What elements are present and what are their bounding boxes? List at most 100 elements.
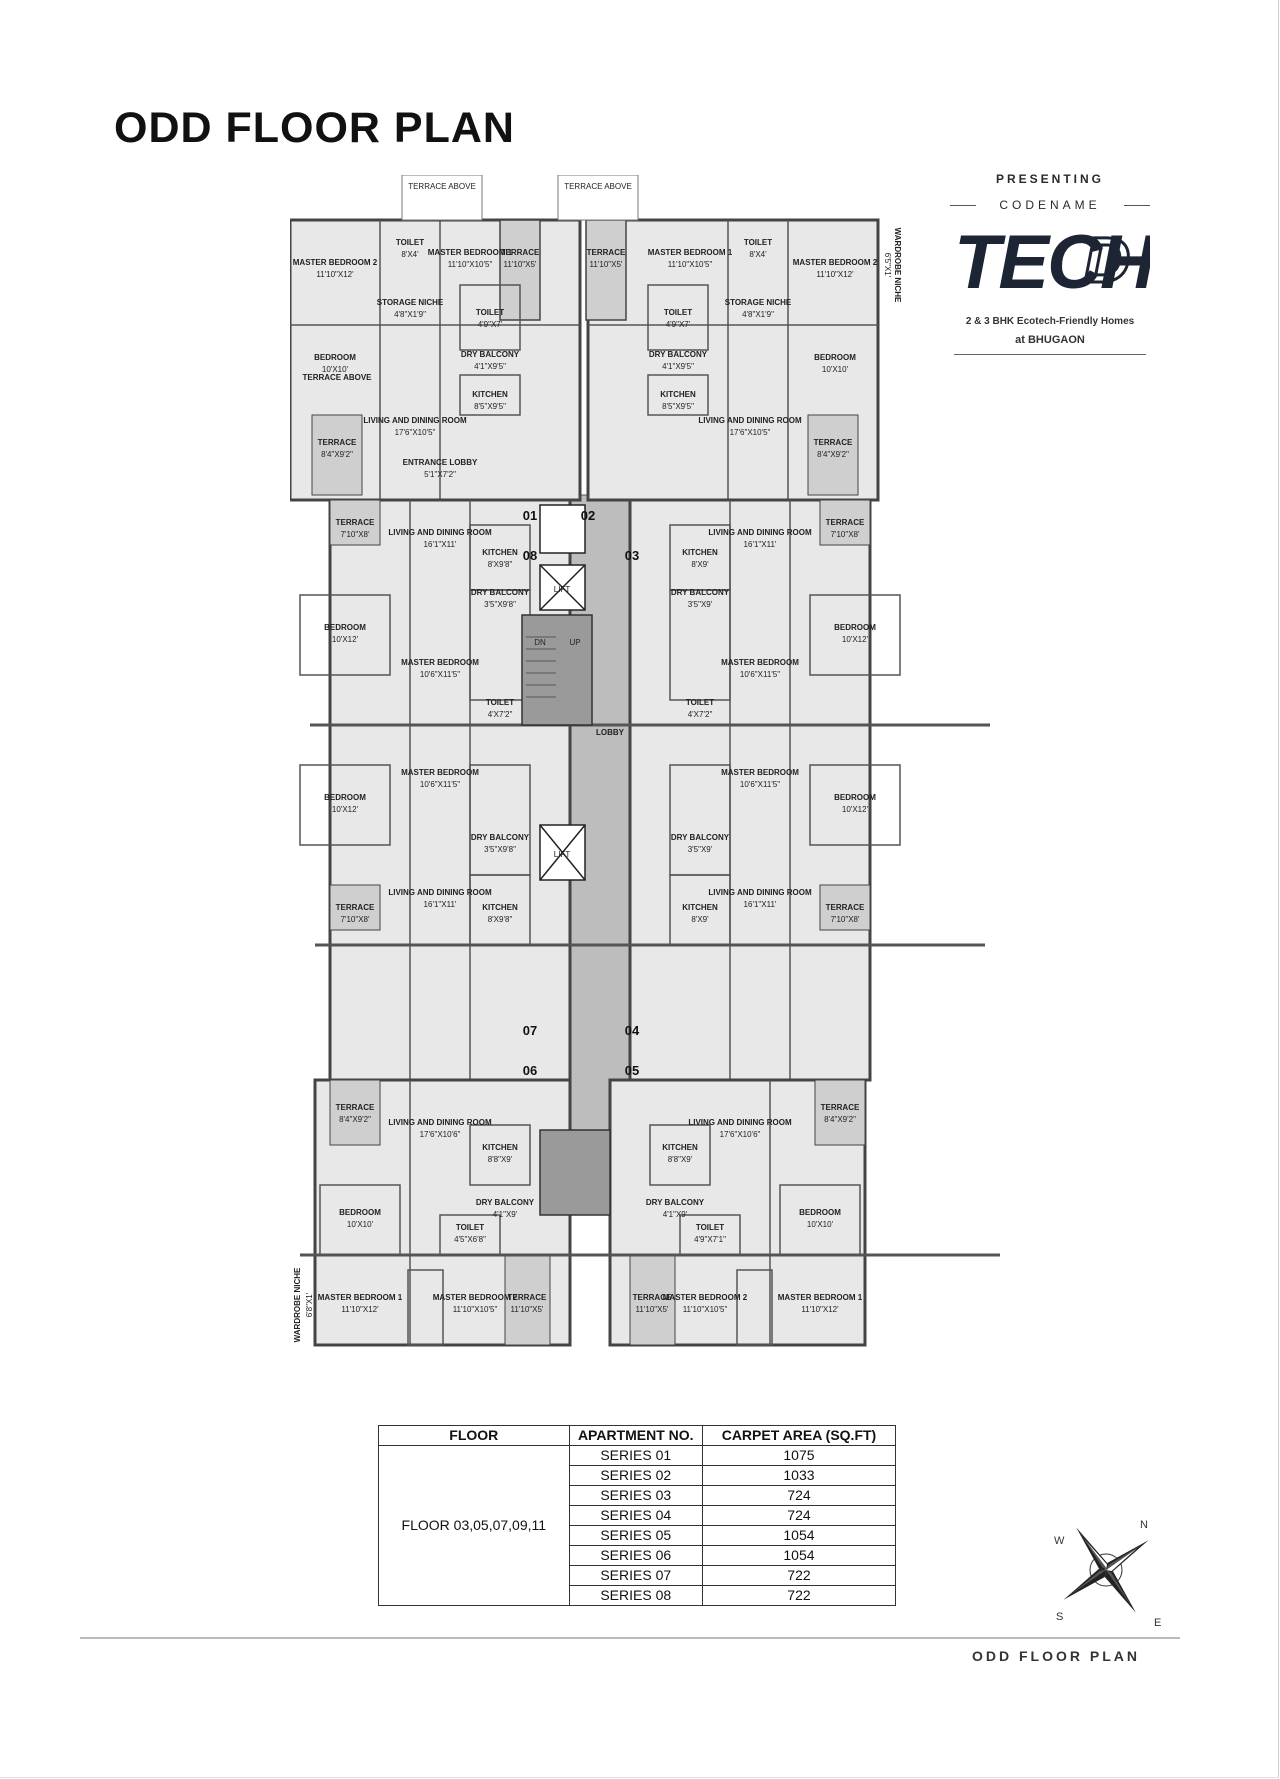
label-master-m2-dim: 10'6"X11'5" <box>740 670 780 679</box>
unit-02: 02 <box>581 508 595 523</box>
area-cell: 1054 <box>701 1545 897 1566</box>
label-lift-1: LIFT <box>554 585 571 594</box>
label-dry-balcony-t1-dim: 4'1"X9'5" <box>474 362 506 371</box>
label-lobby: LOBBY <box>596 728 625 737</box>
label-mbr1-tr: MASTER BEDROOM 1 <box>648 248 733 257</box>
label-dry-balcony-m4-dim: 3'5"X9' <box>688 845 713 854</box>
label-mbr2-tr: MASTER BEDROOM 2 <box>793 258 878 267</box>
label-lift-2: LIFT <box>554 850 571 859</box>
brand-presenting: PRESENTING <box>995 172 1104 186</box>
label-toilet-tl: TOILET <box>396 238 424 247</box>
label-dry-balcony-m2: DRY BALCONY <box>671 588 730 597</box>
label-toilet-tr: TOILET <box>744 238 772 247</box>
label-kitchen-m4: KITCHEN <box>682 903 718 912</box>
apartment-cell: SERIES 07 <box>568 1565 703 1586</box>
terrace-mid-l2 <box>329 884 381 931</box>
brand-rule <box>954 354 1146 355</box>
label-living-b1-dim: 17'6"X10'6" <box>420 1130 461 1139</box>
label-toilet-m1: TOILET <box>486 698 514 707</box>
label-terrace-m1: TERRACE <box>336 518 375 527</box>
label-bedroom-tl-dim: 10'X10' <box>322 365 349 374</box>
label-master-m2: MASTER BEDROOM <box>721 658 799 667</box>
label-dry-balcony-b2-dim: 4'1"X9' <box>663 1210 688 1219</box>
brand-tagline: 2 & 3 BHK Ecotech-Friendly Homes <box>965 316 1135 327</box>
stair-treads <box>526 636 556 698</box>
label-kitchen-b1: KITCHEN <box>482 1143 518 1152</box>
table-row: SERIES 08 722 <box>379 1585 897 1606</box>
label-toilet-t1: TOILET <box>476 308 504 317</box>
label-dry-balcony-m3-dim: 3'5"X9'8" <box>484 845 516 854</box>
label-living-b2-dim: 17'6"X10'6" <box>720 1130 761 1139</box>
area-cell: 1054 <box>701 1525 897 1546</box>
apartment-cell: SERIES 03 <box>568 1485 703 1506</box>
label-terrace-m3-dim: 7'10"X8' <box>340 915 370 924</box>
label-toilet-b1: TOILET <box>456 1223 484 1232</box>
label-terrace-above-l1: TERRACE ABOVE <box>302 373 372 382</box>
label-mbr1-b1-dim: 11'10"X12' <box>341 1305 379 1314</box>
tech-d-logo: TECH D <box>954 220 1150 298</box>
label-terrace-tl-dim: 11'10"X5' <box>504 260 537 269</box>
label-toilet-t2-dim: 4'9"X7' <box>666 320 691 329</box>
unit-05: 05 <box>625 1063 639 1078</box>
label-terrace-l1-dim: 8'4"X9'2" <box>321 450 353 459</box>
label-master-m4-dim: 10'6"X11'5" <box>740 780 780 789</box>
label-mbr1-b2-dim: 11'10"X12' <box>801 1305 839 1314</box>
apartment-cell: SERIES 06 <box>568 1545 703 1566</box>
stair-core-bottom <box>539 1129 611 1216</box>
label-toilet-b1-dim: 4'5"X6'8" <box>454 1235 486 1244</box>
label-dry-balcony-m1: DRY BALCONY <box>471 588 530 597</box>
label-bedroom-tr: BEDROOM <box>814 353 856 362</box>
label-kitchen-t1: KITCHEN <box>472 390 508 399</box>
area-cell: 724 <box>701 1505 897 1526</box>
terrace-mid-r1 <box>819 499 871 546</box>
plan-labels: TERRACE ABOVE TERRACE ABOVE MASTER BEDRO… <box>293 182 902 1342</box>
label-bedroom-b2: BEDROOM <box>799 1208 841 1217</box>
apartment-cell: SERIES 04 <box>568 1505 703 1526</box>
label-mbr2-b2: MASTER BEDROOM 2 <box>663 1293 748 1302</box>
logo-letter: D <box>1084 224 1130 296</box>
label-wardrobe-t2: WARDROBE NICHE <box>893 228 902 303</box>
label-entrance-t1: ENTRANCE LOBBY <box>403 458 478 467</box>
label-dry-balcony-t2: DRY BALCONY <box>649 350 708 359</box>
label-mbr2-b2-dim: 11'10"X10'5" <box>683 1305 728 1314</box>
unit-01: 01 <box>523 508 537 523</box>
label-living-m1: LIVING AND DINING ROOM <box>388 528 492 537</box>
label-mbr1-tl-dim: 11'10"X10'5" <box>448 260 493 269</box>
label-terrace-m2-dim: 7'10"X8' <box>830 530 860 539</box>
label-terrace-m3: TERRACE <box>336 903 375 912</box>
label-kitchen-t2-dim: 8'5"X9'5" <box>662 402 694 411</box>
label-kitchen-m4-dim: 8'X9' <box>691 915 709 924</box>
terrace-mid-l1 <box>329 499 381 546</box>
label-bedroom-m2-dim: 10'X12' <box>842 635 869 644</box>
label-storage-tl-dim: 4'8"X1'9" <box>394 310 426 319</box>
label-living-b1: LIVING AND DINING ROOM <box>388 1118 492 1127</box>
label-entrance-t1-dim: 5'1"X7'2" <box>424 470 456 479</box>
label-kitchen-t1-dim: 8'5"X9'5" <box>474 402 506 411</box>
label-kitchen-b1-dim: 8'8"X9' <box>488 1155 513 1164</box>
label-terrace-b3-dim: 11'10"X5' <box>511 1305 544 1314</box>
label-toilet-tr-dim: 8'X4' <box>749 250 767 259</box>
terrace-box-l <box>311 414 363 496</box>
mid-walls <box>299 500 990 1080</box>
label-terrace-r1: TERRACE <box>814 438 853 447</box>
brand-location: at BHUGAON <box>1015 334 1085 346</box>
label-living-m2-dim: 16'1"X11' <box>744 540 777 549</box>
apartment-cell: SERIES 01 <box>568 1445 703 1466</box>
label-master-m1-dim: 10'6"X11'5" <box>420 670 460 679</box>
unit-03: 03 <box>625 548 639 563</box>
label-living-t1-dim: 17'6"X10'5" <box>395 428 436 437</box>
compass-e: E <box>1154 1617 1161 1629</box>
label-master-m3: MASTER BEDROOM <box>401 768 479 777</box>
label-kitchen-b2-dim: 8'8"X9' <box>668 1155 693 1164</box>
lift-shafts <box>539 504 586 881</box>
label-bedroom-tr-dim: 10'X10' <box>822 365 849 374</box>
unit-08: 08 <box>523 548 537 563</box>
label-bedroom-m1: BEDROOM <box>324 623 366 632</box>
terrace-bottom-l <box>504 1254 551 1346</box>
header-carpet-area: CARPET AREA (SQ.FT) <box>701 1425 897 1446</box>
label-kitchen-t2: KITCHEN <box>660 390 696 399</box>
label-up-1: UP <box>569 638 580 647</box>
label-terrace-b4: TERRACE <box>633 1293 672 1302</box>
terrace-mid-r2 <box>819 884 871 931</box>
label-living-m2: LIVING AND DINING ROOM <box>708 528 812 537</box>
